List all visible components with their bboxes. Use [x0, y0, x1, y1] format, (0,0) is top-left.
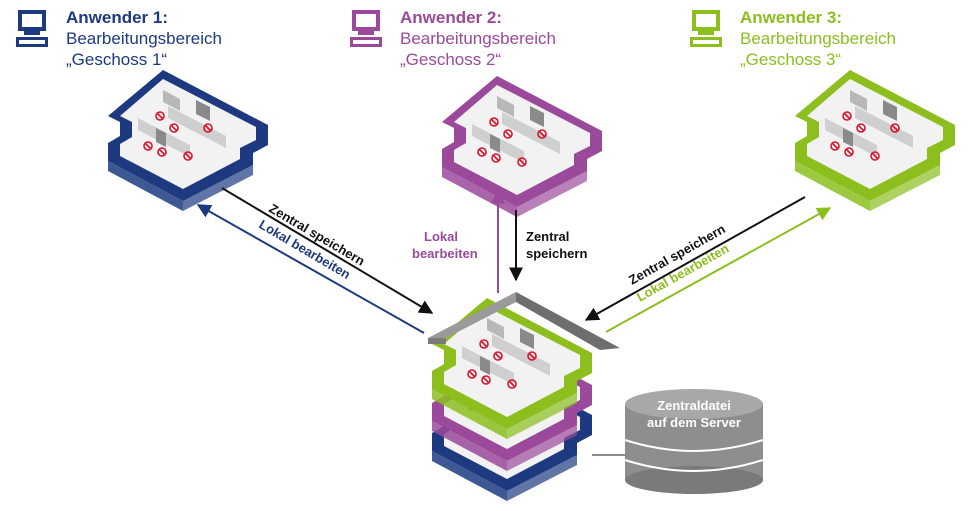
roof — [428, 292, 620, 350]
floorplan-user1 — [107, 69, 269, 212]
user-floor-label: „Geschoss 3“ — [740, 50, 842, 69]
user-title: Anwender 1: — [66, 8, 169, 27]
user-block-2: Anwender 2: Bearbeitungsbereich „Geschos… — [400, 8, 556, 70]
user-title: Anwender 3: — [740, 8, 843, 27]
label-edit-local-2a: Lokal — [424, 229, 458, 244]
floorplan-user3 — [794, 69, 956, 212]
computer-icon-user2 — [350, 10, 382, 47]
arrow-edit-local-1 — [196, 204, 425, 334]
server-label-line1: Zentraldatei — [657, 398, 731, 413]
label-save-central-2b: speichern — [526, 246, 587, 261]
floorplan-user2 — [441, 75, 603, 218]
computer-icon-user3 — [690, 10, 722, 47]
user-area-label: Bearbeitungsbereich — [400, 29, 556, 48]
server-icon — [624, 389, 764, 494]
user-area-label: Bearbeitungsbereich — [66, 29, 222, 48]
server-label-line2: auf dem Server — [647, 415, 741, 430]
arrow-save-central-1 — [221, 187, 434, 314]
arrow-save-central-3 — [584, 196, 806, 321]
user-floor-label: „Geschoss 1“ — [66, 50, 168, 69]
label-save-central-2a: Zentral — [526, 229, 569, 244]
arrow-edit-local-3 — [605, 207, 832, 333]
label-edit-local-2b: bearbeiten — [412, 246, 478, 261]
user-area-label: Bearbeitungsbereich — [740, 29, 896, 48]
user-block-1: Anwender 1: Bearbeitungsbereich „Geschos… — [66, 8, 222, 70]
user-block-3: Anwender 3: Bearbeitungsbereich „Geschos… — [740, 8, 896, 70]
user-title: Anwender 2: — [400, 8, 503, 27]
computer-icon-user1 — [16, 10, 48, 47]
user-floor-label: „Geschoss 2“ — [400, 50, 502, 69]
